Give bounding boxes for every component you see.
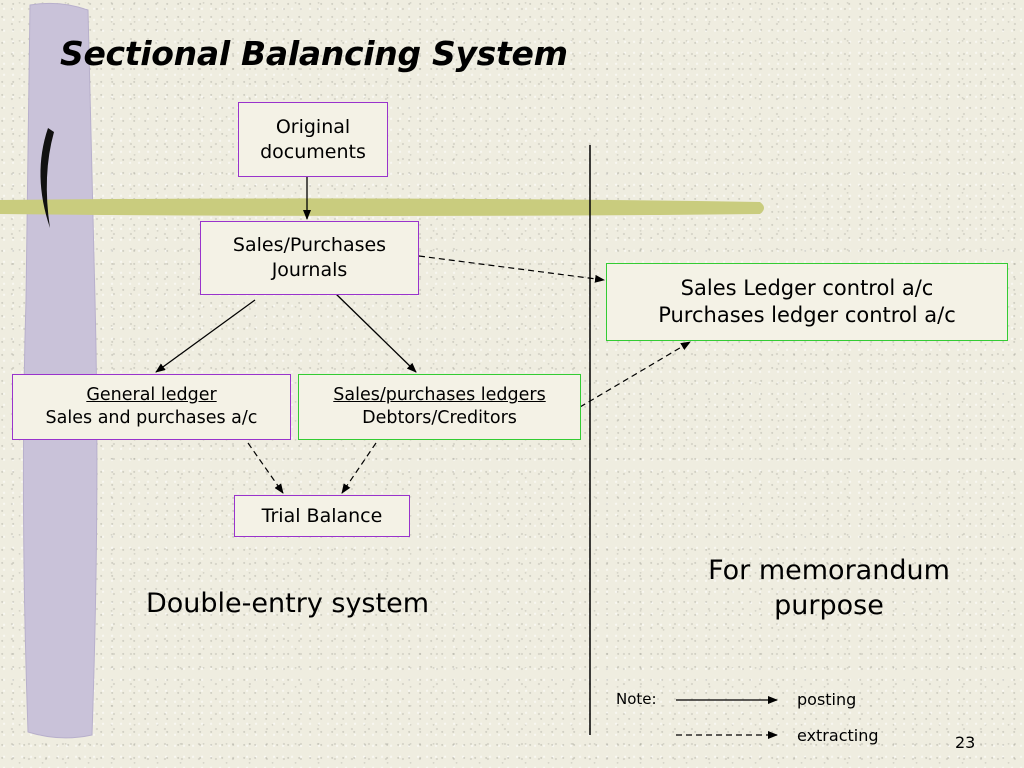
legend-note-label: Note:: [616, 690, 657, 708]
memorandum-label: For memorandum purpose: [668, 553, 990, 623]
box-general-ledger: General ledger Sales and purchases a/c: [12, 374, 291, 440]
box-sales-purchases-ledgers: Sales/purchases ledgers Debtors/Creditor…: [298, 374, 581, 440]
box-control-accounts-line1: Sales Ledger control a/c: [680, 275, 934, 300]
double-entry-label: Double-entry system: [146, 588, 429, 619]
box-journals-line2: Journals: [271, 259, 348, 281]
page-number: 23: [955, 733, 976, 752]
legend-extracting-label: extracting: [797, 726, 879, 745]
arrow-journals-to-control: [418, 255, 605, 283]
memorandum-label-line1: For memorandum: [708, 555, 950, 586]
box-general-ledger-line2: Sales and purchases a/c: [45, 408, 258, 428]
box-control-accounts-line2: Purchases ledger control a/c: [658, 303, 956, 327]
box-original-documents-line1: Original: [275, 115, 351, 138]
arrow-general-ledger-to-trial: [247, 442, 284, 494]
box-general-ledger-line1: General ledger: [86, 385, 217, 406]
arrow-ledgers-to-control: [579, 341, 691, 408]
box-sales-ledgers-line1: Sales/purchases ledgers: [333, 385, 546, 406]
box-sales-purchases-journals: Sales/Purchases Journals: [200, 221, 419, 295]
legend-posting-label: posting: [797, 690, 857, 709]
arrow-journals-to-general-ledger: [155, 299, 256, 373]
bracket-decor-mark: [40, 128, 54, 228]
box-trial-balance-line1: Trial Balance: [261, 504, 383, 527]
box-journals-line1: Sales/Purchases: [232, 234, 387, 257]
box-sales-ledgers-line2: Debtors/Creditors: [362, 408, 517, 428]
horizontal-decor-bar: [0, 198, 764, 216]
arrow-journals-to-sales-ledgers: [334, 292, 417, 373]
box-control-accounts: Sales Ledger control a/c Purchases ledge…: [606, 263, 1008, 341]
box-original-documents-line2: documents: [260, 140, 366, 163]
memorandum-label-line2: purpose: [774, 590, 884, 622]
box-trial-balance: Trial Balance: [234, 495, 410, 537]
slide-title: Sectional Balancing System: [60, 34, 568, 73]
arrow-sales-ledgers-to-trial: [341, 442, 377, 494]
box-original-documents: Original documents: [238, 102, 388, 177]
